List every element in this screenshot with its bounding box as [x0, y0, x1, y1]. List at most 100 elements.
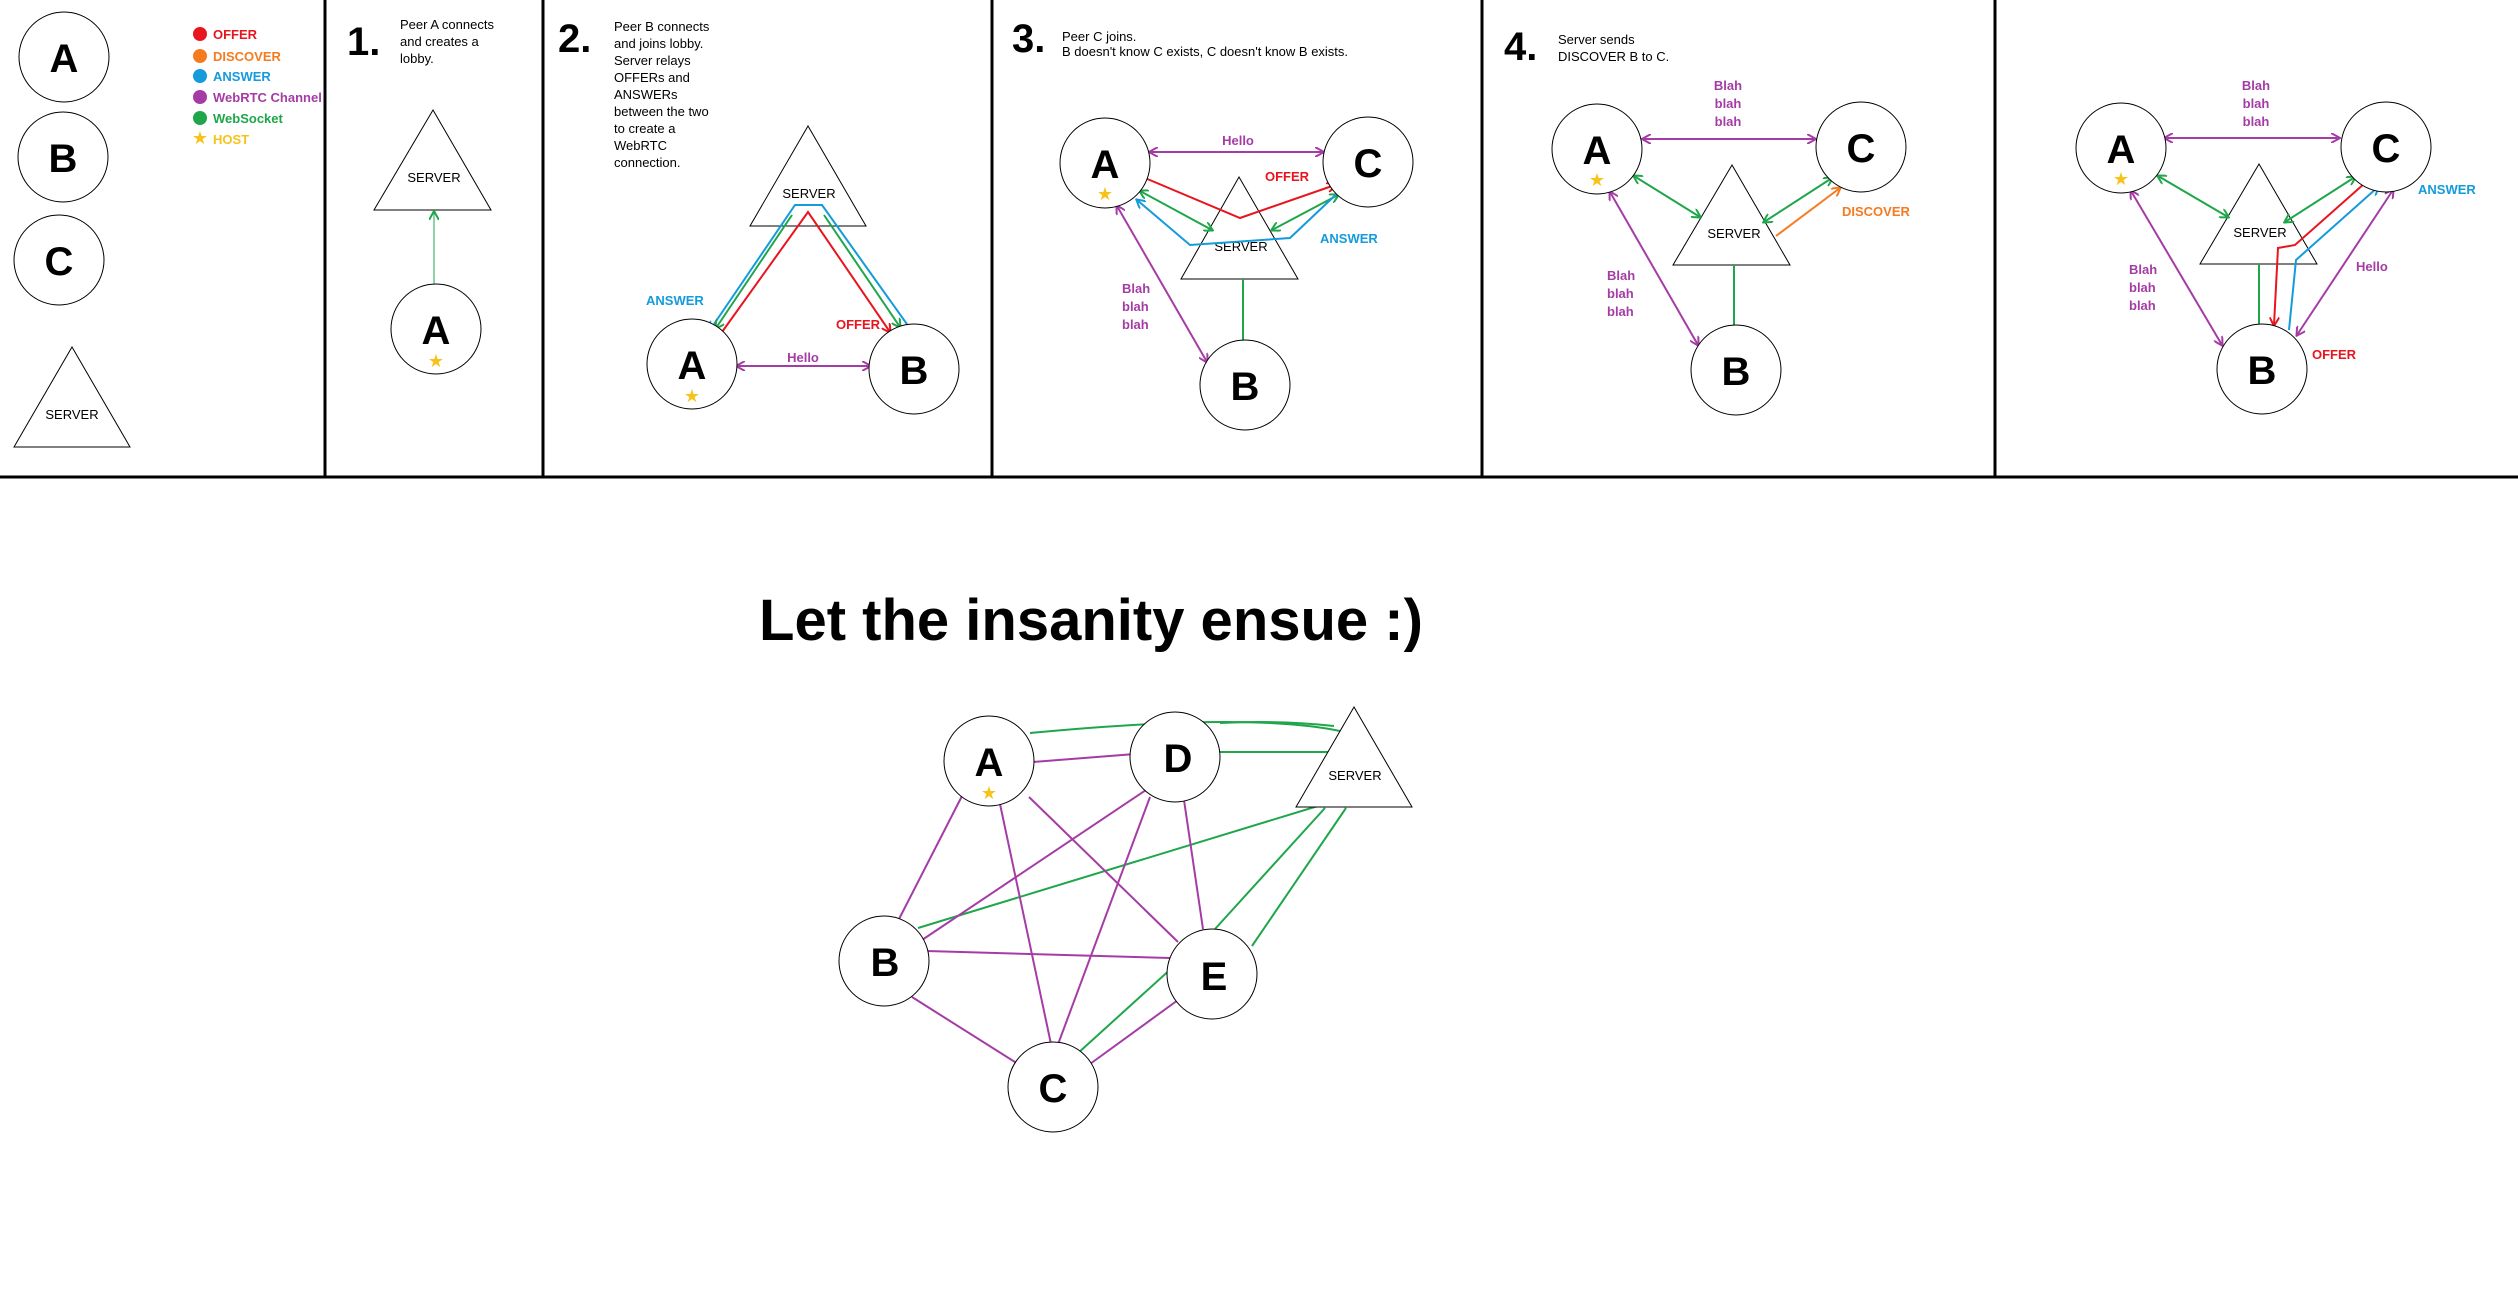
blah-label: blah [1607, 304, 1634, 319]
legend-server: SERVER [13, 346, 131, 448]
mesh-diagram: Let the insanity ensue :) SERVER [759, 588, 1423, 1133]
step-4-text-line: Server sends [1558, 32, 1635, 47]
step-1-text-line: Peer A connects [400, 17, 494, 32]
host-star-icon: ★ [2113, 169, 2129, 189]
server-label: SERVER [407, 170, 460, 185]
node-b-label: B [871, 941, 900, 985]
step-5-panel: SERVER Blah blah blah OFFER ANSWER Hello… [2075, 78, 2476, 415]
node-b-label: B [1722, 350, 1751, 394]
node-c [1815, 101, 1907, 193]
node-a-label: A [2107, 128, 2136, 172]
webrtc-c-b [2297, 190, 2393, 335]
server-triangle [2199, 163, 2318, 265]
legend-node-b: B [17, 111, 109, 203]
node-a-label: A [422, 309, 451, 353]
hello-label: Hello [1222, 133, 1254, 148]
host-star-icon: ★ [192, 128, 208, 148]
webrtc-link [921, 787, 1150, 941]
step-1-text-line: lobby. [400, 51, 434, 66]
server-label: SERVER [782, 186, 835, 201]
webrtc-link [1028, 796, 1179, 943]
webrtc-link [1032, 753, 1136, 763]
offer-dot-icon [193, 27, 207, 41]
node-b [838, 915, 930, 1007]
node-a-label: A [1091, 143, 1120, 187]
legend-panel: A B C SERVER OFFER DISCOVER ANSWER WebRT… [13, 11, 322, 448]
webrtc-link [1056, 796, 1151, 1048]
host-star-icon: ★ [1589, 170, 1605, 190]
webrtc-dot-icon [193, 90, 207, 104]
svg-text:SERVER: SERVER [45, 407, 98, 422]
step-4-text-line: DISCOVER B to C. [1558, 49, 1669, 64]
node-b-label: B [900, 349, 929, 393]
step-2-text-line: connection. [614, 155, 681, 170]
step-2-panel: 2. Peer B connects and joins lobby. Serv… [558, 17, 960, 415]
node-b [1199, 339, 1291, 431]
step-2-description: Peer B connects and joins lobby. Server … [614, 19, 710, 170]
step-3-panel: 3. Peer C joins. B doesn't know C exists… [1012, 17, 1414, 431]
answer-path [710, 204, 910, 330]
webrtc-links [897, 753, 1204, 1065]
answer-dot-icon [193, 69, 207, 83]
answer-label: ANSWER [1320, 231, 1378, 246]
blah-label: Blah [2129, 262, 2157, 277]
websocket-c [1272, 195, 1338, 230]
websocket-c [2285, 177, 2355, 222]
blah-label: blah [2129, 298, 2156, 313]
websocket-link [1214, 807, 1326, 930]
server-triangle [1180, 175, 1299, 280]
step-3-text-line: Peer C joins. [1062, 29, 1136, 44]
node-a-label: A [678, 344, 707, 388]
node-a-label: A [975, 741, 1004, 785]
offer-label: OFFER [1265, 169, 1310, 184]
offer-path [721, 210, 890, 332]
node-a [390, 283, 482, 375]
step-3-text-line: B doesn't know C exists, C doesn't know … [1062, 44, 1348, 59]
step-2-text-line: between the two [614, 104, 709, 119]
legend-items: OFFER DISCOVER ANSWER WebRTC Channel Web… [192, 27, 322, 148]
blah-label: blah [1122, 299, 1149, 314]
legend-discover: DISCOVER [213, 49, 282, 64]
blah-label: Blah [2242, 78, 2270, 93]
websocket-link [1029, 721, 1341, 734]
host-star-icon: ★ [981, 783, 997, 803]
server-triangle [1295, 706, 1413, 808]
webrtc-link [897, 795, 963, 922]
server-label: SERVER [1328, 768, 1381, 783]
blah-label: blah [1122, 317, 1149, 332]
blah-label: blah [2129, 280, 2156, 295]
step-2-number: 2. [558, 17, 591, 61]
node-c-label: C [2372, 127, 2401, 171]
blah-label: blah [1715, 96, 1742, 111]
blah-label: blah [2243, 96, 2270, 111]
step-2-text-line: and joins lobby. [614, 36, 703, 51]
webrtc-link [1183, 799, 1204, 930]
webrtc-a-b [1117, 206, 1207, 362]
legend-node-a: A [18, 11, 110, 103]
websocket-links [917, 721, 1347, 1055]
node-b [1690, 324, 1782, 416]
legend-answer: ANSWER [213, 69, 271, 84]
websocket-b [823, 214, 900, 327]
legend-offer: OFFER [213, 27, 258, 42]
websocket-c [1764, 178, 1832, 222]
step-1-panel: 1. Peer A connects and creates a lobby. … [347, 17, 494, 375]
server-label: SERVER [2233, 225, 2286, 240]
node-b-label: B [2248, 349, 2277, 393]
step-2-text-line: Peer B connects [614, 19, 710, 34]
offer-label: OFFER [836, 317, 881, 332]
hello-label: Hello [787, 350, 819, 365]
node-c-label: C [1354, 142, 1383, 186]
page-title: Let the insanity ensue :) [759, 588, 1423, 653]
webrtc-link [926, 950, 1171, 959]
node-d [1129, 711, 1221, 803]
websocket-link [1076, 956, 1185, 1055]
node-a [646, 318, 738, 410]
blah-label: Blah [1714, 78, 1742, 93]
blah-label: blah [2243, 114, 2270, 129]
legend-node-c: C [13, 214, 105, 306]
node-c-label: C [1039, 1067, 1068, 1111]
blah-label: blah [1607, 286, 1634, 301]
node-b [2216, 323, 2308, 415]
node-d-label: D [1164, 737, 1193, 781]
